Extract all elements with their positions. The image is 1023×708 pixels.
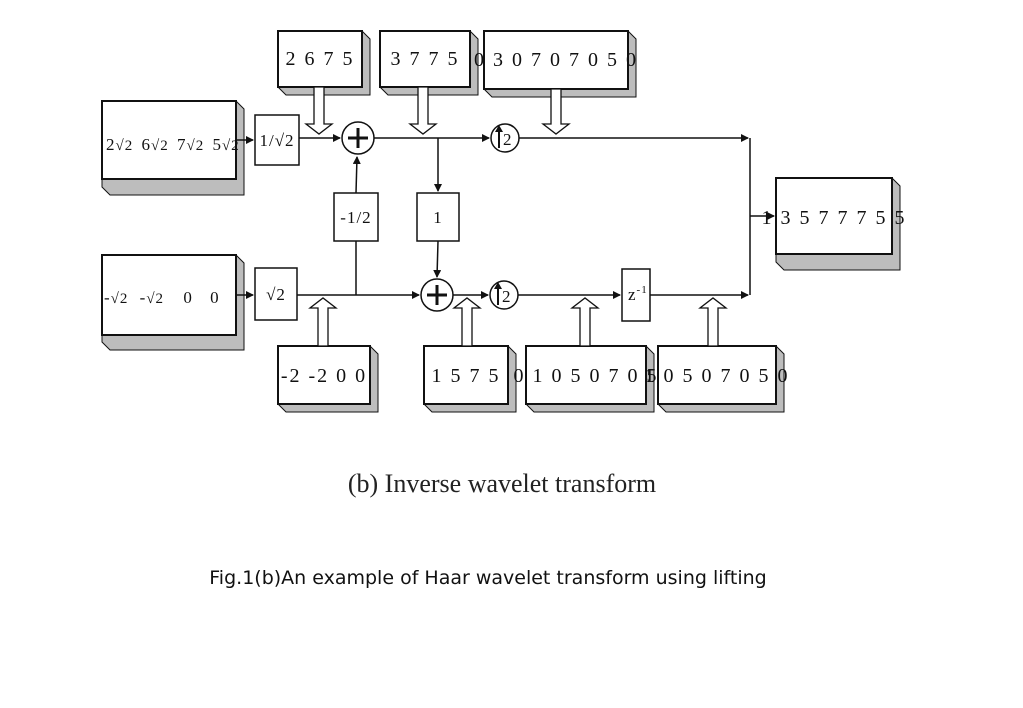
signal-text-bot-d: 1 0 5 0 7 0 5 0 — [645, 365, 790, 387]
figure-caption: Fig.1(b)An example of Haar wavelet trans… — [209, 567, 766, 589]
wires — [236, 134, 775, 299]
predict-coef-block: -1/2 — [333, 192, 379, 242]
signal-box-bot-b: 1 5 7 5 — [423, 345, 517, 413]
signal-text-bot-a: -2 -2 0 0 — [281, 365, 367, 387]
signal-text-top-c: 0 3 0 7 0 7 0 5 0 — [474, 49, 638, 71]
svg-text:2: 2 — [502, 287, 512, 306]
signal-box-top-b: 3 7 7 5 — [379, 30, 479, 96]
upsampler-top-icon: 2 — [490, 123, 520, 153]
input-box-top: 2√2 6√2 7√2 5√2 — [101, 100, 245, 196]
signal-box-bot-c: 0 1 0 5 0 7 0 5 — [514, 345, 659, 413]
signal-box-top-c: 0 3 0 7 0 7 0 5 0 — [474, 30, 638, 98]
diagram-subtitle: (b) Inverse wavelet transform — [348, 469, 656, 498]
svg-text:2: 2 — [503, 130, 513, 149]
upsampler-bottom-icon: 2 — [489, 280, 519, 310]
update-coef-block: 1 — [416, 192, 460, 242]
output-text: 1 3 5 7 7 7 5 5 — [762, 207, 907, 229]
svg-text:1: 1 — [433, 208, 443, 227]
scale-block-bottom: √2 — [254, 267, 298, 321]
signal-box-top-a: 2 6 7 5 — [277, 30, 371, 96]
input-top-text: 2√2 6√2 7√2 5√2 — [106, 135, 240, 154]
signal-text-top-b: 3 7 7 5 — [391, 48, 460, 70]
svg-text:-1/2: -1/2 — [340, 208, 371, 227]
signal-box-bot-a: -2 -2 0 0 — [277, 345, 379, 413]
signal-text-bot-c: 0 1 0 5 0 7 0 5 — [514, 365, 659, 387]
svg-text:z-1: z-1 — [628, 284, 648, 304]
scale-block-top: 1/√2 — [254, 114, 300, 166]
hollow-arrows — [304, 86, 728, 347]
output-box: 1 3 5 7 7 7 5 5 — [762, 177, 907, 271]
input-bottom-text: -√2 -√2 0 0 — [104, 288, 220, 307]
adder-bottom-icon — [420, 278, 454, 312]
adder-top-icon — [341, 121, 375, 155]
signal-text-top-a: 2 6 7 5 — [286, 48, 355, 70]
signal-text-bot-b: 1 5 7 5 — [432, 365, 501, 387]
signal-box-bot-d: 1 0 5 0 7 0 5 0 — [645, 345, 790, 413]
delay-block: z-1 — [621, 268, 651, 322]
input-box-bottom: -√2 -√2 0 0 — [101, 254, 245, 351]
svg-text:√2: √2 — [266, 285, 286, 304]
svg-text:1/√2: 1/√2 — [259, 131, 294, 150]
